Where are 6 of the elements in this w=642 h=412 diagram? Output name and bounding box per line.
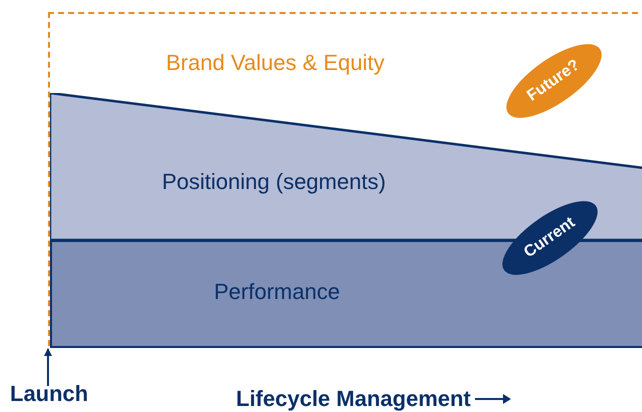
arrow xyxy=(44,348,52,386)
band-label: Positioning (segments) xyxy=(162,169,386,194)
band-label: Performance xyxy=(214,279,340,304)
launch-label: Launch xyxy=(10,380,88,408)
region-title: Brand Values & Equity xyxy=(166,50,384,75)
axis-label: Lifecycle Management xyxy=(236,385,471,412)
